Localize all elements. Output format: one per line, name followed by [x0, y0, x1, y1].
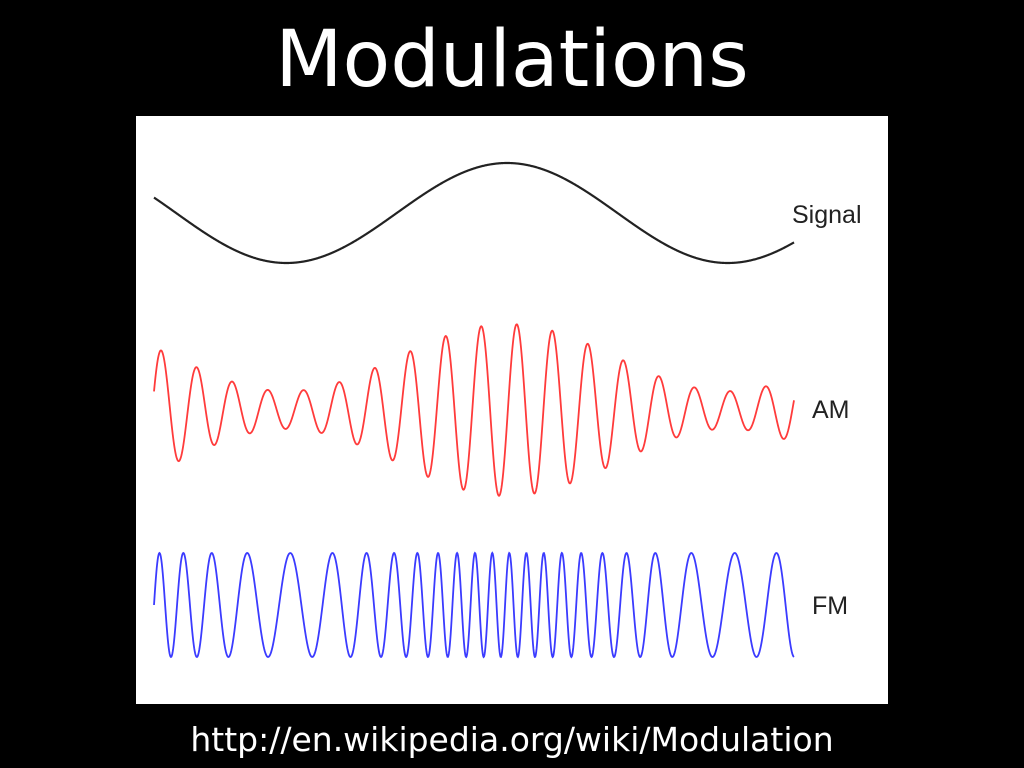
signal-wave — [153, 161, 795, 265]
source-url: http://en.wikipedia.org/wiki/Modulation — [190, 720, 834, 759]
fm-wave — [153, 551, 795, 659]
am-wave — [153, 323, 795, 497]
am-label: AM — [812, 396, 850, 424]
fm-label: FM — [812, 592, 848, 620]
modulation-figure: Signal AM FM — [136, 116, 888, 704]
modulation-diagram: Signal AM FM — [153, 161, 862, 659]
signal-label: Signal — [792, 201, 862, 229]
slide-title: Modulations — [275, 15, 749, 105]
